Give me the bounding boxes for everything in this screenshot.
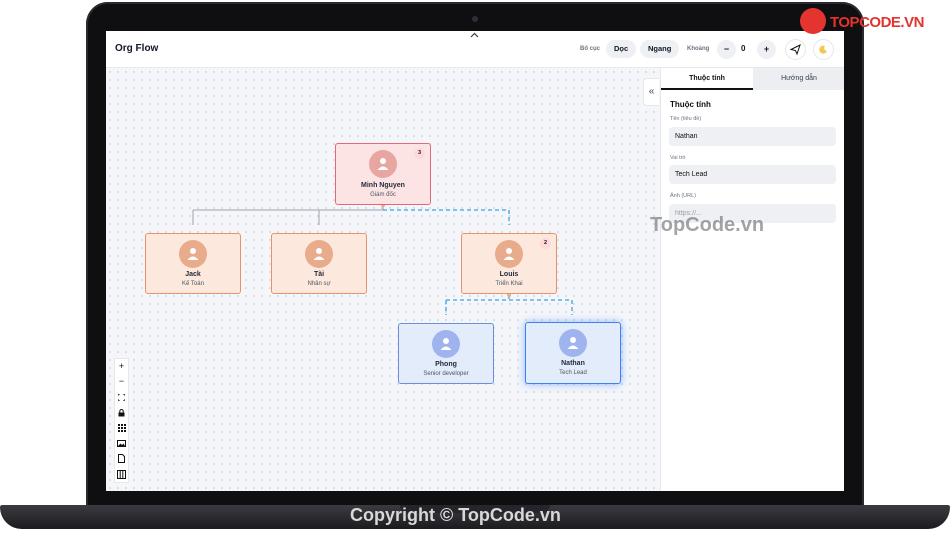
watermark-middle: TopCode.vn bbox=[650, 214, 765, 236]
laptop-notch bbox=[400, 505, 550, 513]
image-url-field[interactable] bbox=[669, 204, 836, 223]
layout-label: Bố cục bbox=[580, 46, 601, 52]
grid-icon[interactable] bbox=[115, 420, 128, 435]
zoom-in-icon[interactable]: + bbox=[118, 361, 125, 371]
watermark-copyright: Copyright © TopCode.vn bbox=[350, 505, 561, 525]
double-chevron-left-icon: « bbox=[648, 86, 655, 97]
zoom-out-icon[interactable]: − bbox=[118, 376, 125, 386]
horizontal-layout-button[interactable]: Ngang bbox=[640, 40, 680, 58]
node-name: Phong bbox=[435, 361, 457, 368]
role-field[interactable] bbox=[669, 165, 836, 184]
avatar bbox=[559, 329, 587, 357]
user-icon bbox=[313, 248, 325, 260]
app-screen: Org Flow Bố cục Dọc Ngang Khoảng − 0 + bbox=[106, 31, 844, 491]
avatar bbox=[369, 150, 397, 178]
org-node-jack[interactable]: Jack Kế Toán bbox=[145, 233, 241, 294]
org-node-nathan-selected[interactable]: Nathan Tech Lead bbox=[525, 322, 621, 384]
spacing-decrease-button[interactable]: − bbox=[717, 40, 736, 59]
collapse-panel-button[interactable]: « bbox=[643, 78, 659, 106]
node-role: Senior developer bbox=[423, 371, 469, 377]
user-icon bbox=[187, 248, 199, 260]
child-count-badge: 3 bbox=[414, 148, 425, 159]
node-name: Tài bbox=[313, 271, 325, 278]
chevron-up-icon[interactable] bbox=[470, 31, 479, 41]
node-role: Nhân sự bbox=[307, 281, 331, 287]
export-image-icon[interactable] bbox=[115, 436, 128, 451]
connectors bbox=[192, 203, 573, 315]
image-url-label: Ảnh (URL) bbox=[670, 193, 696, 199]
org-node-louis[interactable]: 2 Louis Triển Khai bbox=[461, 233, 557, 294]
user-icon bbox=[503, 248, 515, 260]
camera-dot bbox=[472, 16, 478, 22]
send-icon bbox=[789, 44, 801, 56]
topcode-logo: TOPCODE.VN bbox=[800, 8, 945, 36]
properties-panel: Thuộc tính Hướng dẫn Thuộc tính Tên (tiê… bbox=[660, 68, 844, 491]
user-icon bbox=[440, 338, 452, 350]
moon-icon bbox=[819, 45, 827, 54]
tab-guide[interactable]: Hướng dẫn bbox=[753, 68, 844, 90]
lock-icon[interactable] bbox=[115, 405, 128, 420]
send-button[interactable] bbox=[785, 39, 806, 60]
node-role: Tech Lead bbox=[559, 370, 587, 376]
user-icon bbox=[567, 337, 579, 349]
logo-icon bbox=[800, 8, 826, 34]
tab-properties[interactable]: Thuộc tính bbox=[661, 68, 753, 90]
org-node-minh-nguyen[interactable]: 3 Minh Nguyen Giám đốc bbox=[335, 143, 431, 205]
fit-view-icon[interactable] bbox=[115, 390, 128, 405]
child-count-badge: 2 bbox=[540, 238, 551, 249]
top-bar: Org Flow Bố cục Dọc Ngang Khoảng − 0 + bbox=[106, 31, 844, 68]
flow-canvas[interactable]: 3 Minh Nguyen Giám đốc Jack Kế Toán Tài … bbox=[106, 68, 660, 491]
node-name: Jack bbox=[185, 271, 201, 278]
avatar bbox=[305, 240, 333, 268]
node-role: Kế Toán bbox=[182, 281, 204, 287]
role-field-label: Vai trò bbox=[670, 155, 686, 161]
node-role: Triển Khai bbox=[495, 281, 523, 287]
org-node-phong[interactable]: Phong Senior developer bbox=[398, 323, 494, 384]
node-name: Louis bbox=[499, 271, 519, 278]
vertical-layout-button[interactable]: Dọc bbox=[606, 40, 637, 58]
user-icon bbox=[377, 158, 389, 170]
node-role: Giám đốc bbox=[370, 192, 396, 198]
spacing-value: 0 bbox=[741, 44, 746, 53]
export-file-icon[interactable] bbox=[115, 451, 128, 466]
name-field-label: Tên (tiêu đề) bbox=[670, 116, 702, 122]
app-title: Org Flow bbox=[115, 43, 159, 54]
node-name: Nathan bbox=[561, 360, 585, 367]
name-field[interactable] bbox=[669, 127, 836, 146]
avatar bbox=[495, 240, 523, 268]
org-node-tai[interactable]: Tài Nhân sự bbox=[271, 233, 367, 294]
canvas-controls: + − bbox=[114, 358, 129, 483]
avatar bbox=[179, 240, 207, 268]
spacing-increase-button[interactable]: + bbox=[757, 40, 776, 59]
node-name: Minh Nguyen bbox=[361, 182, 405, 189]
logo-text: TOPCODE.VN bbox=[830, 14, 924, 31]
table-icon[interactable] bbox=[115, 467, 128, 482]
spacing-label: Khoảng bbox=[687, 46, 710, 52]
theme-toggle-button[interactable] bbox=[813, 39, 834, 60]
avatar bbox=[432, 330, 460, 358]
panel-heading: Thuộc tính bbox=[670, 100, 711, 109]
